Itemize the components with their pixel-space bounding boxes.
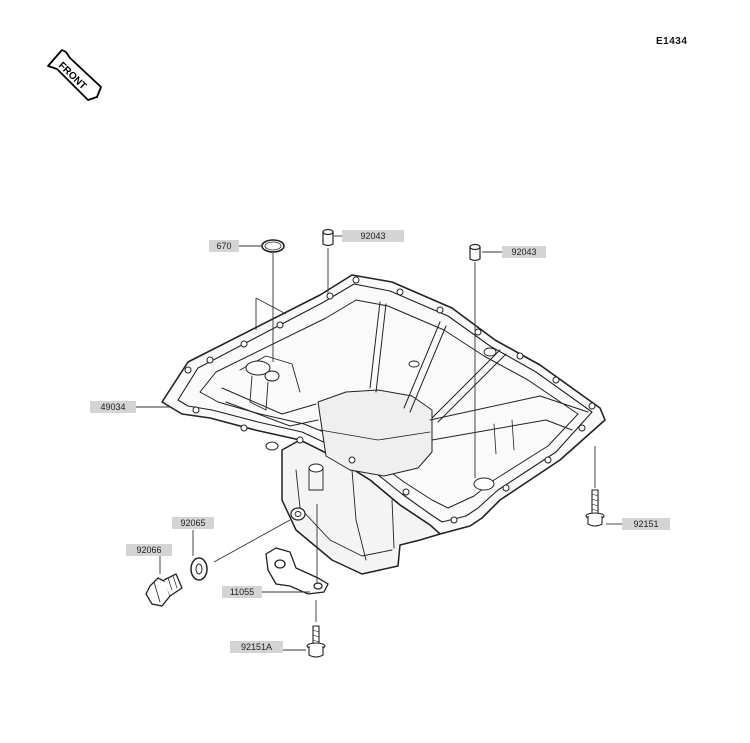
part-label-92066[interactable]: 92066 [126,544,172,556]
inner-rim [199,299,579,509]
part-label-92043-right[interactable]: 92043 [502,246,546,258]
leader-lines [136,235,622,651]
oil-pan [161,274,606,575]
o-ring-part [261,239,285,253]
part-label-92065[interactable]: 92065 [172,517,214,529]
part-label-92151A[interactable]: 92151A [230,641,283,653]
dowel-pin-1 [322,228,334,247]
front-arrow-icon: FRONT [47,49,102,101]
diagram-code: E1434 [656,36,688,47]
bracket-bolt [306,625,326,658]
part-label-670[interactable]: 670 [209,240,239,252]
part-label-92043-upper[interactable]: 92043 [342,230,404,242]
bracket-part [265,547,329,595]
part-label-11055[interactable]: 11055 [222,586,262,598]
part-label-92151[interactable]: 92151 [622,518,670,530]
flange-groove [177,283,593,523]
flange-bolt [585,489,605,527]
washer-part [190,557,208,581]
part-label-49034[interactable]: 49034 [90,401,136,413]
drain-plug-part [145,573,183,607]
dowel-pin-2 [469,243,481,262]
